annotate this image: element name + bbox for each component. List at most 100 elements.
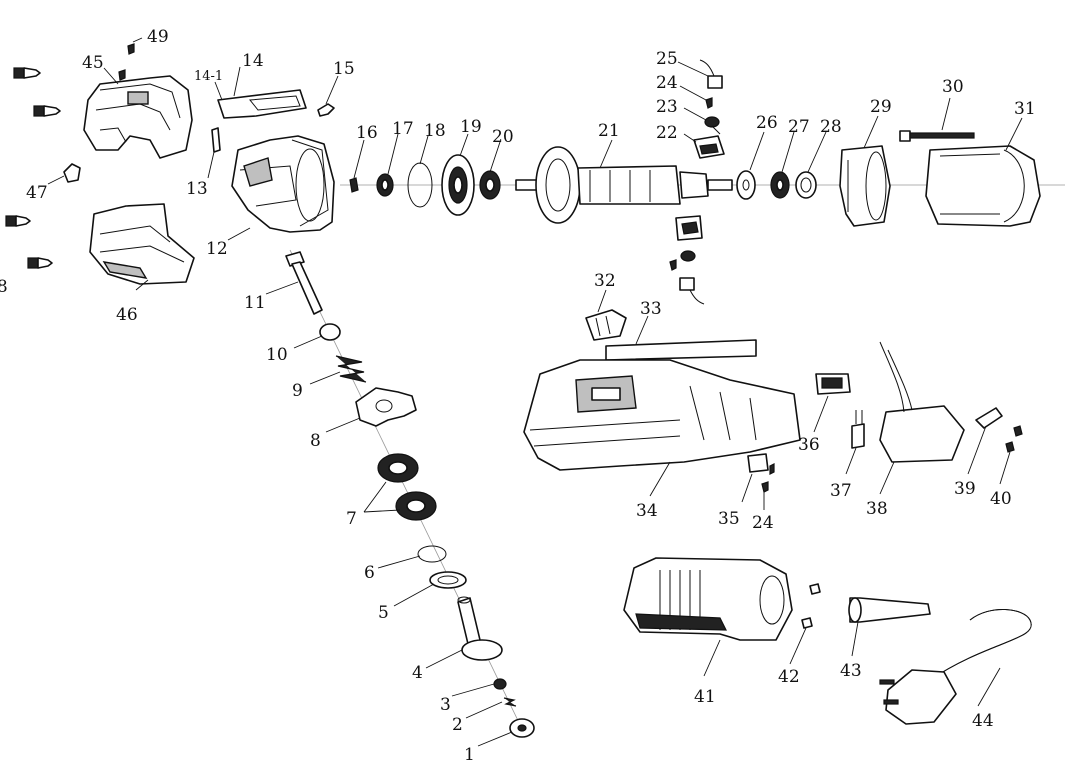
bearing-20	[479, 170, 501, 200]
screw-48-top	[13, 67, 41, 79]
plug-47	[63, 163, 81, 183]
label-14: 14	[242, 51, 264, 71]
label-43: 43	[840, 661, 862, 681]
label-16: 16	[356, 123, 378, 143]
power-cord-plug-44	[879, 608, 1032, 725]
armature-21	[515, 146, 733, 224]
label-28: 28	[820, 117, 842, 137]
capacitor-37	[851, 410, 865, 449]
label-39: 39	[954, 479, 976, 499]
bearing-17	[376, 173, 394, 197]
spindle-axis-line	[289, 249, 526, 736]
label-34: 34	[636, 501, 658, 521]
switch-rod-33	[605, 339, 757, 361]
label-35: 35	[718, 509, 740, 529]
label-6: 6	[364, 563, 375, 583]
electronic-module-38	[879, 341, 965, 463]
bearing-housing-19	[441, 154, 475, 216]
label-40: 40	[990, 489, 1012, 509]
screw-48-mid	[33, 105, 61, 117]
washer-5	[429, 571, 467, 589]
pin-13	[211, 127, 221, 153]
cord-guard-43	[848, 597, 931, 623]
screw-40a	[1013, 425, 1023, 437]
washer-26	[736, 170, 756, 200]
label-21: 21	[598, 121, 620, 141]
label-5: 5	[378, 603, 389, 623]
label-49: 49	[147, 27, 169, 47]
bearing-27	[770, 171, 790, 199]
screw-24-lower	[761, 481, 769, 493]
switch-cover-35	[747, 453, 775, 475]
leader-lines	[47, 37, 1023, 747]
label-24-lower: 24	[752, 513, 774, 533]
label-48: 48	[0, 277, 8, 297]
bearing-7-upper	[377, 453, 419, 483]
label-31: 31	[1014, 99, 1036, 119]
rear-cover-41	[623, 557, 793, 641]
label-42: 42	[778, 667, 800, 687]
label-45: 45	[82, 53, 104, 73]
gear-head-housing-12	[231, 135, 335, 233]
screw-24-upper	[705, 97, 713, 109]
label-11: 11	[244, 293, 266, 313]
label-46: 46	[116, 305, 138, 325]
label-3: 3	[440, 695, 451, 715]
label-14-1: 14-1	[194, 69, 223, 84]
label-25: 25	[656, 49, 678, 69]
switch-36	[815, 373, 851, 395]
label-26: 26	[756, 113, 778, 133]
label-2: 2	[452, 715, 463, 735]
stator-31	[925, 145, 1041, 227]
gear-housing-lower-46	[89, 203, 195, 285]
spindle-4	[457, 596, 503, 661]
label-44: 44	[972, 711, 994, 731]
lock-lever-8	[355, 387, 417, 427]
cord-clamp-39	[975, 407, 1003, 429]
label-18: 18	[424, 121, 446, 141]
screw-42b	[801, 617, 813, 629]
bolt-11	[285, 251, 323, 315]
fan-baffle-29	[839, 145, 891, 227]
label-10: 10	[266, 345, 288, 365]
label-7: 7	[346, 509, 357, 529]
screw-42a	[809, 583, 821, 595]
label-41: 41	[694, 687, 716, 707]
label-23: 23	[656, 97, 678, 117]
motor-housing-34	[523, 359, 801, 471]
long-screw-30	[899, 130, 975, 142]
label-22: 22	[656, 123, 678, 143]
label-1: 1	[464, 745, 475, 765]
clip-15	[317, 103, 335, 117]
label-17: 17	[392, 119, 414, 139]
cover-plate-14	[217, 89, 307, 119]
nut-1	[509, 718, 535, 738]
label-29: 29	[870, 97, 892, 117]
screw-49b	[118, 69, 126, 81]
brush-holder-22	[693, 135, 725, 159]
label-12: 12	[206, 239, 228, 259]
screw-40b	[1005, 441, 1015, 453]
circlip-16	[349, 177, 359, 193]
label-47: 47	[26, 183, 48, 203]
carbon-brush-25	[699, 59, 723, 89]
label-8: 8	[310, 431, 321, 451]
label-36: 36	[798, 435, 820, 455]
label-20: 20	[492, 127, 514, 147]
bearing-sleeve-10	[319, 323, 341, 341]
label-32: 32	[594, 271, 616, 291]
label-24-upper: 24	[656, 73, 678, 93]
label-15: 15	[333, 59, 355, 79]
bearing-cover-28	[795, 171, 817, 199]
label-19: 19	[460, 117, 482, 137]
label-13: 13	[186, 179, 208, 199]
brush-holder-lower	[669, 215, 705, 305]
spring-9	[335, 355, 367, 383]
switch-slider-32	[585, 309, 627, 341]
screw-48-low	[5, 215, 31, 227]
bearing-7-lower	[395, 491, 437, 521]
label-27: 27	[788, 117, 810, 137]
screw-49	[127, 43, 135, 55]
label-37: 37	[830, 481, 852, 501]
